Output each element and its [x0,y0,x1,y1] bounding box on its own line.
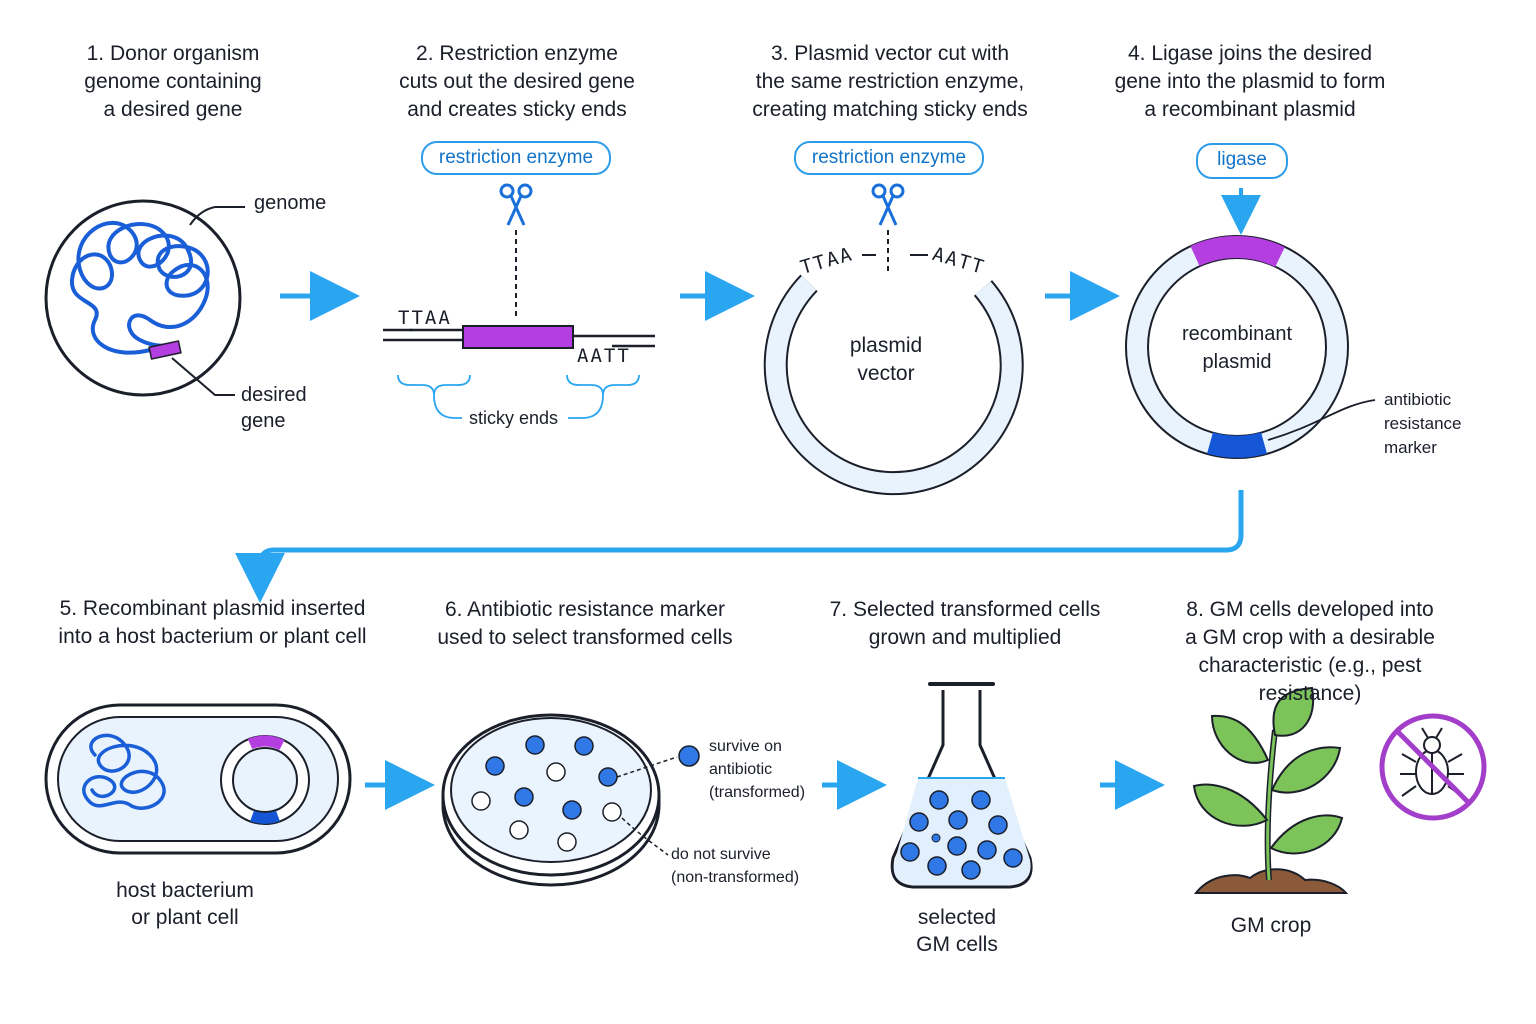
step-5-title: 5. Recombinant plasmid inserted into a h… [58,597,367,648]
sticky-ends-label: sticky ends [469,408,559,428]
genome-label: genome [254,192,327,214]
host-cell-label: host bacterium or plant cell [116,879,254,929]
step-7-title: 7. Selected transformed cells grown and … [829,598,1101,649]
step-2-title: 2. Restriction enzyme cuts out the desir… [399,42,635,121]
recombinant-plasmid-label: recombinant plasmid [1181,323,1293,373]
petri-dish-icon [441,713,700,887]
antibiotic-marker-label: antibiotic resistance marker [1384,390,1462,457]
genome-dna-strand [69,220,210,355]
genome-leader-line [189,206,245,226]
antibiotic-resistance-marker [1207,432,1267,458]
step-6-title: 6. Antibiotic resistance marker used to … [437,598,733,649]
sticky-end-seq-left: TTAA [398,307,452,329]
donor-cell [44,199,245,397]
ligase-pill: ligase [1196,143,1288,179]
marker-leader-line [1267,399,1376,441]
leaf [1270,746,1342,794]
host-chromosome [82,733,166,810]
no-symbol-icon [1379,713,1487,821]
step-3-title: 3. Plasmid vector cut with the same rest… [752,42,1028,121]
plasmid-vector-label: plasmid vector [849,334,923,385]
transformed-colonies [485,735,618,820]
desired-gene-label: desired gene [241,384,307,432]
gm-crop-label: GM crop [1230,914,1312,937]
leaf [1269,814,1344,855]
no-pest-symbol [1379,713,1487,821]
gm-cells-in-flask [900,790,1023,880]
step-1-title: 1. Donor organism genome containing a de… [84,42,262,121]
restriction-cut-gene [383,183,655,419]
step-4-title: 4. Ligase joins the desired gene into th… [1114,42,1386,121]
survive-label: survive on antibiotic (transformed) [709,738,806,801]
scissors-icon [499,183,533,226]
desired-gene-leader-line [171,357,235,396]
host-cell [44,703,352,855]
leaf [1192,783,1269,827]
scissors-icon [871,183,905,226]
sticky-end-brace-right [566,374,640,396]
flask-icon [890,682,1033,889]
row-connector-arrow [235,490,1244,603]
plasmid-vector-open [763,183,1024,496]
desired-gene-fragment [462,325,574,349]
not-survive-label: do not survive (non-transformed) [671,846,800,886]
recombinant-plasmid-ring [1125,188,1376,459]
selected-cells-label: selected GM cells [916,906,998,956]
restriction-enzyme-pill-1: restriction enzyme [421,141,611,175]
restriction-enzyme-pill-2: restriction enzyme [794,141,984,175]
leaf [1272,686,1315,737]
step-8-title: 8. GM cells developed into a GM crop wit… [1185,598,1435,705]
legend-transformed-dot [678,745,700,767]
sticky-end-brace-left [397,374,471,396]
sticky-end-seq-right: AATT [577,345,631,367]
plant-icon [1192,686,1349,894]
desired-gene-segment [148,340,182,360]
non-transformed-colonies [471,762,622,852]
inserted-desired-gene [1190,236,1285,268]
leaf [1210,714,1270,764]
